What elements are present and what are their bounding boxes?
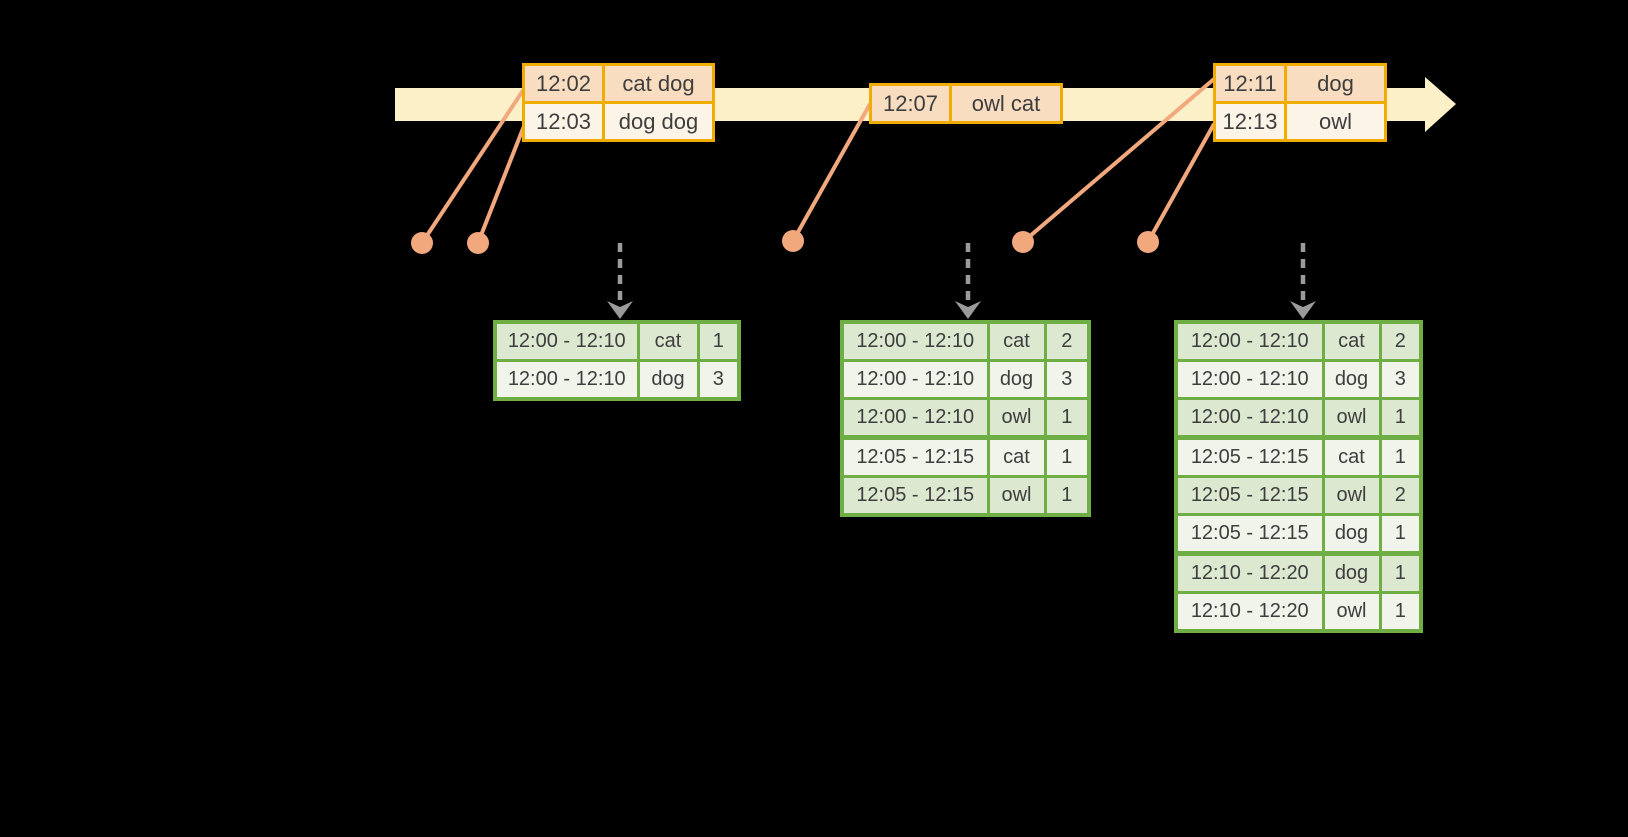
result-count-cell: 1 [1043,397,1091,439]
result-count-cell: 1 [1378,397,1423,439]
event-dot-2 [467,232,489,254]
result-count-cell: 1 [1043,435,1091,478]
result-window-cell: 12:05 - 12:15 [1174,513,1325,555]
result-count-cell: 1 [1378,591,1423,633]
result-count-cell: 1 [696,320,741,362]
event-dot-5 [1137,231,1159,253]
event-words-cell: dog dog [602,101,715,142]
result-count-cell: 1 [1378,551,1423,594]
result-window-cell: 12:05 - 12:15 [1174,475,1325,516]
result-word-cell: cat [636,320,700,362]
result-word-cell: owl [1321,475,1382,516]
event-connector-line-1 [420,87,526,245]
event-time-cell: 12:02 [522,63,605,104]
result-count-cell: 3 [1043,359,1091,400]
down-arrowhead-icon-1 [607,301,633,319]
result-word-cell: cat [986,435,1047,478]
result-window-cell: 12:10 - 12:20 [1174,591,1325,633]
result-count-cell: 1 [1043,475,1091,517]
event-time-cell: 12:07 [869,83,952,124]
result-count-cell: 2 [1378,475,1423,516]
result-window-cell: 12:05 - 12:15 [840,435,990,478]
result-window-cell: 12:00 - 12:10 [840,359,990,400]
result-window-cell: 12:00 - 12:10 [493,359,640,401]
event-dot-1 [411,232,433,254]
event-time-cell: 12:03 [522,101,605,142]
result-count-cell: 2 [1043,320,1091,362]
event-connector-line-3 [791,103,872,242]
event-connector-line-5 [1146,123,1216,243]
result-word-cell: dog [986,359,1047,400]
event-dot-4 [1012,231,1034,253]
result-word-cell: dog [636,359,700,401]
result-count-cell: 3 [1378,359,1423,400]
down-arrowhead-icon-2 [955,301,981,319]
timeline-arrowhead-icon [1425,77,1456,132]
result-window-cell: 12:00 - 12:10 [840,397,990,439]
result-word-cell: dog [1321,551,1382,594]
result-window-cell: 12:10 - 12:20 [1174,551,1325,594]
result-word-cell: dog [1321,359,1382,400]
result-count-cell: 1 [1378,513,1423,555]
event-words-cell: owl [1284,101,1387,142]
result-count-cell: 1 [1378,435,1423,478]
event-words-cell: cat dog [602,63,715,104]
result-word-cell: dog [1321,513,1382,555]
result-word-cell: cat [986,320,1047,362]
event-time-cell: 12:13 [1213,101,1287,142]
event-connector-line-2 [476,125,526,244]
result-window-cell: 12:00 - 12:10 [493,320,640,362]
result-word-cell: owl [1321,591,1382,633]
result-window-cell: 12:05 - 12:15 [840,475,990,517]
event-words-cell: dog [1284,63,1387,104]
result-window-cell: 12:00 - 12:10 [1174,397,1325,439]
result-word-cell: owl [986,397,1047,439]
result-word-cell: owl [986,475,1047,517]
result-count-cell: 3 [696,359,741,401]
result-window-cell: 12:05 - 12:15 [1174,435,1325,478]
result-word-cell: owl [1321,397,1382,439]
event-words-cell: owl cat [949,83,1063,124]
result-count-cell: 2 [1378,320,1423,362]
event-time-cell: 12:11 [1213,63,1287,104]
result-word-cell: cat [1321,435,1382,478]
event-dot-3 [782,230,804,252]
result-window-cell: 12:00 - 12:10 [840,320,990,362]
result-window-cell: 12:00 - 12:10 [1174,320,1325,362]
down-arrowhead-icon-3 [1290,301,1316,319]
result-word-cell: cat [1321,320,1382,362]
event-connector-line-4 [1021,77,1216,244]
result-window-cell: 12:00 - 12:10 [1174,359,1325,400]
